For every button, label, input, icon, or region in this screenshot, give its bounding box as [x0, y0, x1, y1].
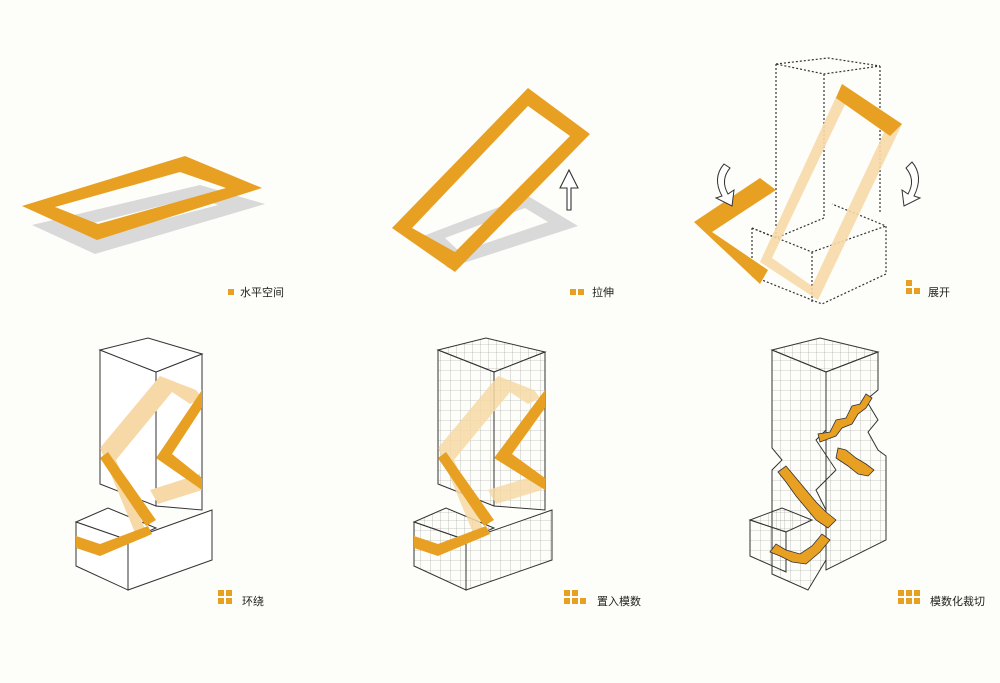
stage-unfold-diagram: [694, 57, 922, 305]
five-square-icon: [564, 590, 588, 606]
stage-label-cut: 模数化裁切: [930, 595, 985, 608]
stage-label-unfold: 展开: [928, 286, 950, 299]
wrap-base-side: [127, 509, 213, 591]
six-square-icon: [898, 590, 922, 606]
module-tower-top: [436, 337, 547, 373]
wrap-tower-top: [98, 337, 204, 373]
stage-cut-diagram: [748, 337, 887, 591]
single-square-icon: [228, 289, 236, 297]
module-band-light: [438, 376, 542, 540]
stage-label-wrap: 环绕: [242, 595, 264, 608]
stretch-shadow: [418, 196, 578, 268]
stretch-ring: [392, 88, 590, 272]
rotate-right-icon: [901, 161, 922, 207]
unfold-ring-light: [760, 84, 902, 300]
triple-square-icon: [906, 280, 922, 296]
four-square-icon: [218, 590, 234, 606]
double-square-icon: [570, 289, 586, 297]
stage-label-horizontal: 水平空间: [240, 286, 284, 299]
rotate-left-icon: [714, 163, 735, 207]
stage-horizontal-diagram: [22, 156, 265, 254]
stage-wrap-diagram: [74, 337, 213, 591]
horizontal-ring: [22, 156, 262, 240]
up-arrow-icon: [559, 168, 579, 211]
stage-label-module: 置入模数: [597, 595, 641, 608]
module-band: [414, 390, 545, 556]
unfold-ring: [694, 178, 776, 284]
stage-stretch-diagram: [392, 88, 590, 272]
cut-stair-slots: [769, 393, 875, 565]
stage-label-stretch: 拉伸: [592, 286, 614, 299]
stage-module-diagram: [412, 337, 553, 591]
cut-base-front: [749, 519, 787, 573]
unfold-ring-right: [836, 84, 902, 136]
module-base-side: [465, 509, 553, 591]
wrap-band-light: [100, 376, 202, 540]
